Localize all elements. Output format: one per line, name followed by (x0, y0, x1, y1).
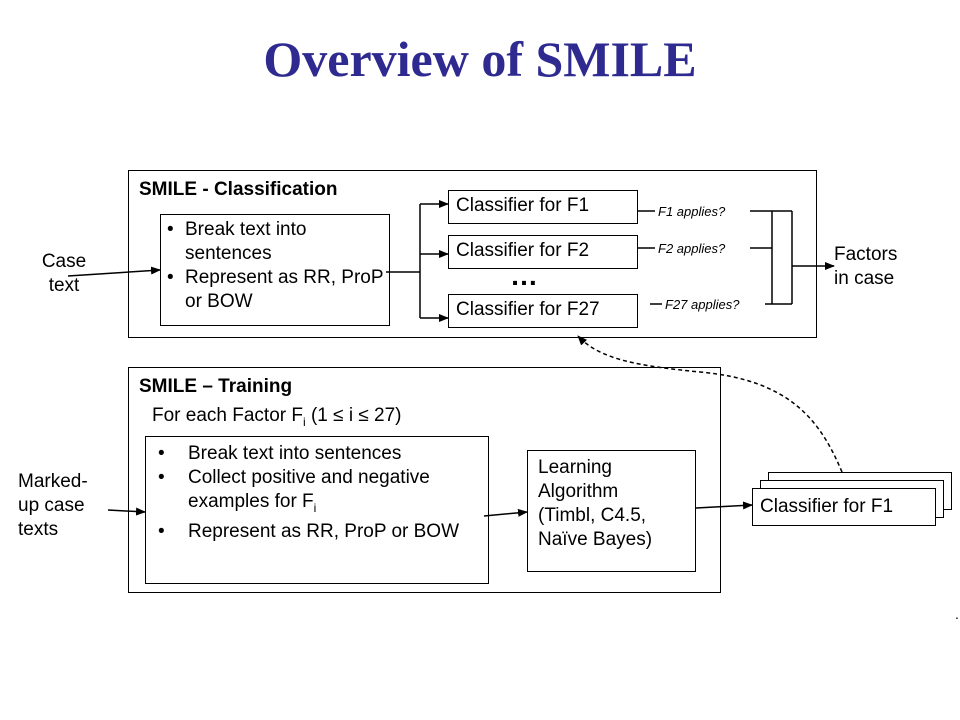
ellipsis-label: … (510, 260, 538, 291)
training-step-1: Break text into sentences (152, 442, 480, 466)
f1-applies-label: F1 applies? (658, 204, 726, 219)
classification-step-1: Break text into sentences (161, 218, 389, 266)
classifier-f2-box: Classifier for F2 (448, 235, 638, 269)
for-each-factor-label: For each Factor Fi (1 ≤ i ≤ 27) (152, 404, 402, 434)
case-text-input-label: Case text (34, 250, 94, 298)
marked-up-line-3: texts (18, 519, 59, 540)
feedback-dashed-arrow (577, 335, 843, 473)
for-each-subscript: i (303, 414, 306, 429)
factors-output-label: Factors in case (834, 243, 897, 291)
learning-line-3: (Timbl, C4.5, (538, 505, 647, 526)
learning-algorithm-box: Learning Algorithm (Timbl, C4.5, Naïve B… (527, 450, 696, 572)
trained-classifier-f1-box: Classifier for F1 (752, 488, 936, 526)
footer-mark: . (955, 606, 959, 622)
factors-line-2: in case (834, 268, 895, 289)
page-title: Overview of SMILE (263, 31, 697, 87)
training-step-2: Collect positive and negative examples f… (152, 466, 480, 520)
marked-up-arrow (107, 507, 146, 516)
training-step-3: Represent as RR, ProP or BOW (152, 520, 480, 544)
marked-up-texts-label: Marked- up case texts (18, 470, 88, 542)
case-text-line-1: Case (41, 251, 87, 272)
training-step-2-text: Collect positive and negative examples f… (188, 467, 430, 512)
steps-to-learning-arrow (483, 508, 528, 517)
learning-line-1: Learning (538, 457, 612, 478)
training-step-3-text: Represent as RR, ProP or BOW (188, 520, 460, 542)
case-text-line-2: text (48, 275, 80, 296)
classification-heading: SMILE - Classification (139, 179, 338, 200)
training-step-1-text: Break text into sentences (188, 443, 402, 464)
training-steps-list: Break text into sentences Collect positi… (152, 442, 488, 544)
classifier-f27-box: Classifier for F27 (448, 294, 638, 328)
training-steps-box: Break text into sentences Collect positi… (145, 436, 489, 584)
classification-steps-list: Break text into sentences Represent as R… (161, 218, 389, 314)
for-each-prefix: For each Factor F (152, 405, 303, 426)
marked-up-line-2: up case (18, 495, 85, 516)
f2-applies-label: F2 applies? (658, 241, 726, 256)
f27-applies-label: F27 applies? (665, 297, 740, 312)
for-each-suffix: (1 ≤ i ≤ 27) (305, 405, 402, 426)
training-heading: SMILE – Training (139, 376, 293, 397)
learning-line-4: Naïve Bayes) (538, 529, 653, 550)
learning-line-2: Algorithm (538, 481, 619, 502)
case-text-arrow (67, 266, 161, 277)
classification-step-2: Represent as RR, ProP or BOW (161, 266, 389, 314)
learning-to-classifier-arrow (695, 501, 753, 510)
marked-up-line-1: Marked- (18, 471, 88, 492)
training-step-2-subscript: i (313, 500, 317, 515)
classification-steps-box: Break text into sentences Represent as R… (160, 214, 390, 326)
classifier-f1-box: Classifier for F1 (448, 190, 638, 224)
factors-line-1: Factors (834, 244, 898, 265)
